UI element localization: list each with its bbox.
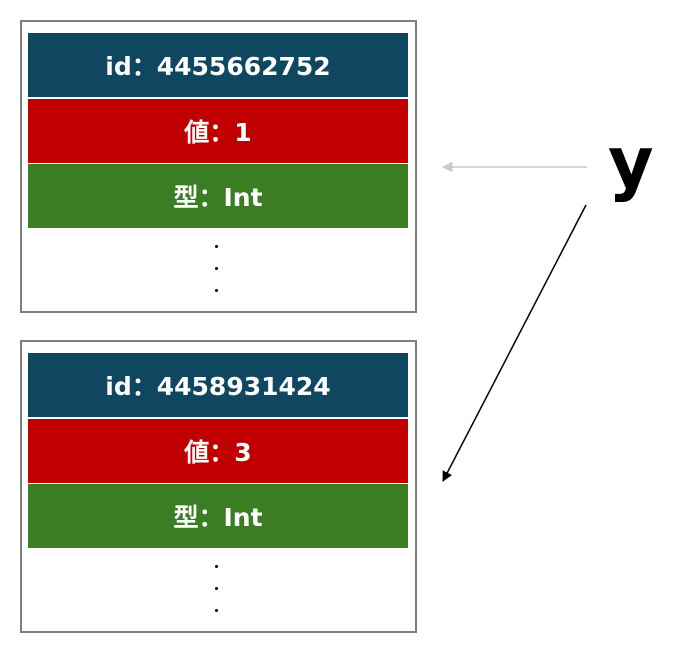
object-type-field: 型：Int <box>28 484 408 548</box>
object-value-field: 値：3 <box>28 419 408 483</box>
object-id-field: id：4458931424 <box>28 353 408 417</box>
object-type-field: 型：Int <box>28 164 408 228</box>
ellipsis-icon <box>215 242 221 302</box>
object-value-field: 値：1 <box>28 99 408 163</box>
current-reference-arrow <box>442 204 587 482</box>
ellipsis-icon <box>215 562 221 622</box>
variable-name-label: y <box>608 122 654 204</box>
object-box-new: id：4458931424 値：3 型：Int <box>20 340 417 633</box>
object-box-old: id：4455662752 値：1 型：Int <box>20 20 417 313</box>
object-id-field: id：4455662752 <box>28 33 408 97</box>
